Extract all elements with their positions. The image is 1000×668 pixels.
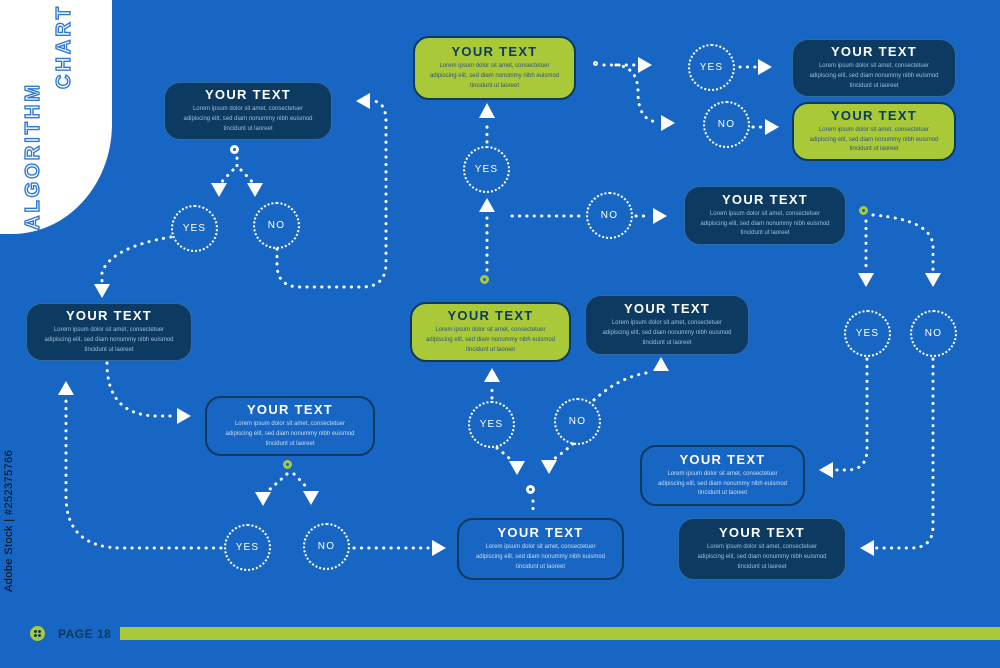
- flow-box-6: YOUR TEXT Lorem ipsum dolor sit amet, co…: [26, 303, 192, 361]
- box-title: YOUR TEXT: [830, 107, 918, 123]
- decision-circle-no: NO: [253, 202, 300, 249]
- flow-box-9: YOUR TEXT Lorem ipsum dolor sit amet, co…: [205, 396, 375, 456]
- flow-box-5: YOUR TEXT Lorem ipsum dolor sit amet, co…: [684, 186, 846, 245]
- decision-label: YES: [699, 62, 724, 73]
- decision-circle-yes: YES: [468, 401, 515, 448]
- decision-circle-no: NO: [703, 101, 750, 148]
- box-title: YOUR TEXT: [718, 525, 806, 541]
- box-title: YOUR TEXT: [246, 402, 334, 418]
- decision-circle-yes: YES: [688, 44, 735, 91]
- decision-label: NO: [600, 210, 619, 221]
- box-title: YOUR TEXT: [679, 451, 766, 467]
- brand-line-1: ALGORITHM: [21, 81, 44, 230]
- box-body: Lorem ipsum dolor sit amet, consectetuer…: [44, 327, 174, 353]
- flow-box-1: YOUR TEXT Lorem ipsum dolor sit amet, co…: [164, 82, 332, 140]
- box-body: Lorem ipsum dolor sit amet, consectetuer…: [809, 126, 939, 153]
- flow-box-12: YOUR TEXT Lorem ipsum dolor sit amet, co…: [678, 518, 846, 580]
- connector-dot: [593, 61, 598, 66]
- connector-dot: [283, 460, 292, 469]
- connector-dot: [859, 206, 868, 215]
- decision-circle-yes: YES: [463, 146, 510, 193]
- box-title: YOUR TEXT: [721, 191, 809, 207]
- decision-label: YES: [182, 223, 207, 234]
- box-body: Lorem ipsum dolor sit amet, consectetuer…: [183, 106, 313, 132]
- decision-circle-yes: YES: [844, 310, 891, 357]
- decision-label: YES: [235, 542, 260, 553]
- decision-circle-yes: YES: [171, 205, 218, 252]
- connector-dot: [526, 485, 535, 494]
- box-title: YOUR TEXT: [497, 525, 584, 541]
- box-body: Lorem ipsum dolor sit amet, consectetuer…: [602, 320, 732, 346]
- box-body: Lorem ipsum dolor sit amet, consectetuer…: [475, 544, 606, 570]
- box-title: YOUR TEXT: [451, 44, 538, 60]
- flow-box-2: YOUR TEXT Lorem ipsum dolor sit amet, co…: [413, 36, 576, 100]
- connector-dot: [230, 145, 239, 154]
- box-body: Lorem ipsum dolor sit amet, consectetuer…: [225, 421, 355, 447]
- decision-label: NO: [717, 119, 736, 130]
- box-title: YOUR TEXT: [830, 44, 918, 60]
- box-body: Lorem ipsum dolor sit amet, consectetuer…: [809, 63, 939, 89]
- decision-label: YES: [474, 164, 499, 175]
- footer-accent-bar: [120, 627, 1000, 640]
- flow-box-11: YOUR TEXT Lorem ipsum dolor sit amet, co…: [457, 518, 624, 580]
- arrowheads: [58, 57, 941, 556]
- decision-label: NO: [267, 220, 286, 231]
- brand-line-2: CHART: [52, 3, 75, 89]
- box-body: Lorem ipsum dolor sit amet, consectetuer…: [425, 327, 556, 353]
- decision-label: NO: [568, 416, 587, 427]
- decision-circle-no: NO: [303, 523, 350, 570]
- flow-box-7: YOUR TEXT Lorem ipsum dolor sit amet, co…: [410, 302, 571, 362]
- box-title: YOUR TEXT: [447, 308, 534, 324]
- decision-label: YES: [855, 328, 880, 339]
- box-title: YOUR TEXT: [65, 308, 153, 324]
- decision-circle-no: NO: [586, 192, 633, 239]
- connector-dot: [480, 275, 489, 284]
- box-body: Lorem ipsum dolor sit amet, consectetuer…: [700, 210, 830, 237]
- flow-box-8: YOUR TEXT Lorem ipsum dolor sit amet, co…: [585, 295, 749, 355]
- box-title: YOUR TEXT: [623, 301, 711, 317]
- dots-icon: [30, 626, 45, 641]
- decision-circle-no: NO: [554, 398, 601, 445]
- decision-label: NO: [924, 328, 943, 339]
- box-title: YOUR TEXT: [204, 87, 292, 103]
- flow-box-10: YOUR TEXT Lorem ipsum dolor sit amet, co…: [640, 445, 805, 506]
- box-body: Lorem ipsum dolor sit amet, consectetuer…: [697, 544, 827, 570]
- decision-circle-yes: YES: [224, 524, 271, 571]
- page-number-label: PAGE 18: [58, 627, 112, 641]
- dashed-connectors: [64, 63, 935, 550]
- box-body: Lorem ipsum dolor sit amet, consectetuer…: [657, 470, 788, 497]
- flow-box-4: YOUR TEXT Lorem ipsum dolor sit amet, co…: [792, 102, 956, 161]
- stock-watermark: Adobe Stock | #252375766: [3, 449, 15, 592]
- brand-title: ALGORITHM CHART: [18, 3, 80, 230]
- flow-box-3: YOUR TEXT Lorem ipsum dolor sit amet, co…: [792, 39, 956, 97]
- decision-label: YES: [479, 419, 504, 430]
- decision-label: NO: [317, 541, 336, 552]
- decision-circle-no: NO: [910, 310, 957, 357]
- box-body: Lorem ipsum dolor sit amet, consectetuer…: [429, 63, 560, 89]
